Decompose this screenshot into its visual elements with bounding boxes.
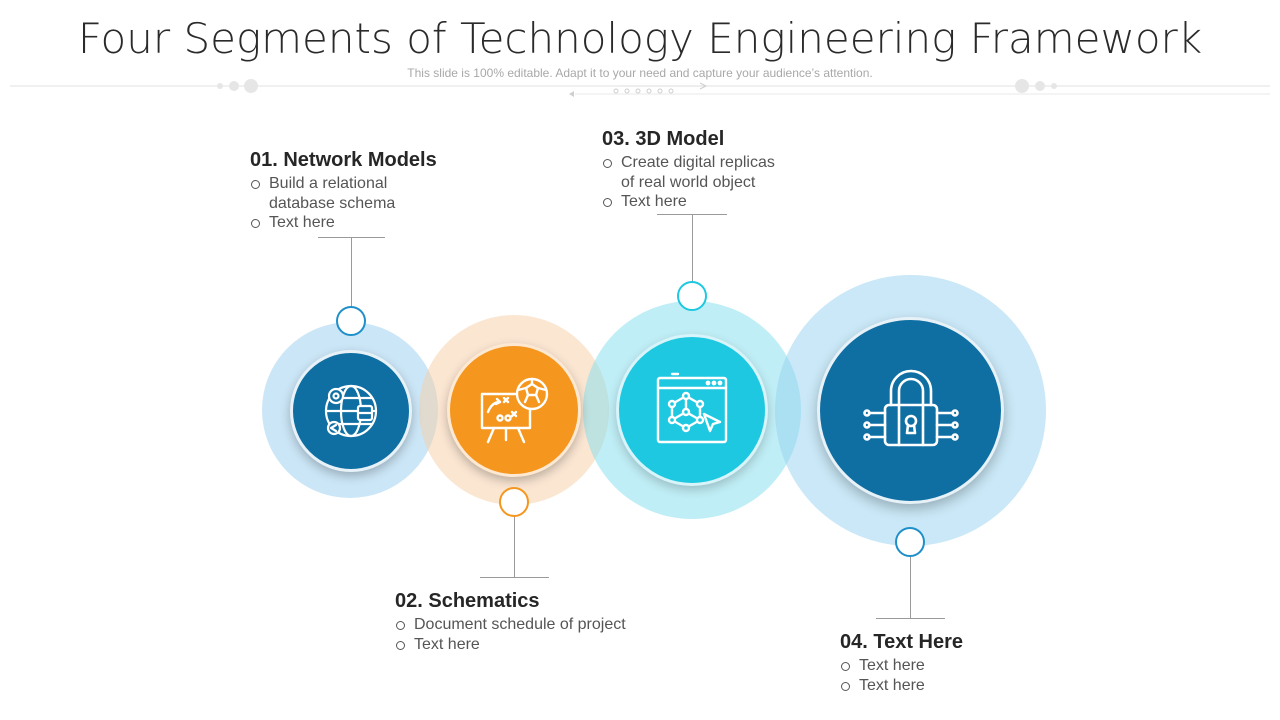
segment-3-circle xyxy=(616,334,768,486)
segment-2-bullet: Text here xyxy=(395,635,655,655)
segment-2-title: 02. Schematics xyxy=(395,590,540,612)
segment-4-bullet: Text here xyxy=(840,656,1040,676)
segment-1-bullet: Build a relational database schema xyxy=(250,174,420,213)
segment-1-text: 01. Network Models Build a relational da… xyxy=(250,149,450,233)
segment-4-circle xyxy=(817,317,1004,504)
segment-1-connector-dot xyxy=(336,306,366,336)
page-title: Four Segments of Technology Engineering … xyxy=(77,14,1203,63)
segment-2-connector-cap xyxy=(480,577,549,578)
segment-2-bullet: Document schedule of project xyxy=(395,615,655,635)
segment-4-bullet: Text here xyxy=(840,676,1040,696)
segment-4-connector-dot xyxy=(895,527,925,557)
segment-1-bullet: Text here xyxy=(250,213,450,233)
segment-2-circle xyxy=(447,343,581,477)
segment-2-bullets: Document schedule of project Text here xyxy=(395,615,655,654)
segment-3-text: 03. 3D Model Create digital replicas of … xyxy=(602,128,802,212)
segment-2-connector-line xyxy=(514,517,515,578)
segment-2-connector-dot xyxy=(499,487,529,517)
segment-3-bullet: Text here xyxy=(602,192,802,212)
page-subtitle: This slide is 100% editable. Adapt it to… xyxy=(407,66,873,80)
segment-1-title: 01. Network Models xyxy=(250,149,437,171)
segment-3-connector-dot xyxy=(677,281,707,311)
segment-3-bullet: Create digital replicas of real world ob… xyxy=(602,153,782,192)
strategy-board-ball-icon xyxy=(480,377,549,444)
circuit-lock-icon xyxy=(862,369,959,446)
segment-4-connector-line xyxy=(910,557,911,619)
segment-3-title: 03. 3D Model xyxy=(602,128,725,150)
segment-2-text: 02. Schematics Document schedule of proj… xyxy=(395,590,655,654)
segment-4-connector-cap xyxy=(876,618,945,619)
segment-1-connector-line xyxy=(351,237,352,307)
segment-1-bullets: Build a relational database schema Text … xyxy=(250,174,450,233)
segment-4-text: 04. Text Here Text here Text here xyxy=(840,631,1040,695)
segment-4-bullets: Text here Text here xyxy=(840,656,1040,695)
3d-cube-browser-icon xyxy=(656,372,728,444)
segment-3-bullets: Create digital replicas of real world ob… xyxy=(602,153,802,212)
header-divider xyxy=(10,79,1270,97)
segment-4-title: 04. Text Here xyxy=(840,631,964,653)
segment-1-circle xyxy=(290,350,412,472)
segment-3-connector-line xyxy=(692,214,693,282)
globe-gear-database-icon xyxy=(324,384,378,438)
